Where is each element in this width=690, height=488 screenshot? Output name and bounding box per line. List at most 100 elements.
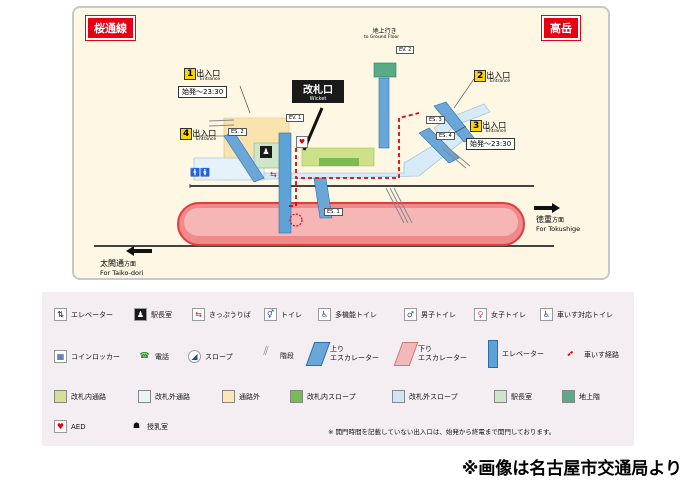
legend-aed-label: AED	[71, 422, 86, 431]
exit-4-label: 出入口	[192, 129, 217, 138]
legend-inside-slope-label: 改札内スロープ	[307, 392, 356, 401]
arrow-right	[534, 203, 560, 213]
image-credit: ※画像は名古屋市交通局より	[461, 459, 682, 479]
mens-toilet-icon: ♂	[404, 308, 417, 321]
ground-floor-box	[373, 62, 397, 78]
station-office-icon: ♟	[134, 308, 147, 321]
legend-stairs-label: 階段	[280, 352, 294, 360]
legend-slope: ◢スロープ	[188, 350, 233, 363]
stairs-2	[441, 145, 471, 169]
legend-multi-toilet: ♿ 多機能トイレ	[318, 308, 377, 321]
to-ground-jp: 地上行き	[372, 28, 397, 35]
legend-ground-floor-label: 地上階	[579, 392, 600, 401]
legend-elevator-shaft: エレベーター	[488, 340, 544, 368]
legend-outside-passage: 改札外通路	[138, 390, 190, 403]
inside-passage-swatch	[54, 390, 67, 403]
exit-3-label: 出入口	[482, 121, 507, 130]
legend-up-escalator: 上り エスカレーター	[305, 342, 379, 366]
down-escalator-icon	[393, 342, 419, 366]
direction-right-jp: 徳重	[536, 215, 552, 224]
wheelchair-route	[295, 112, 420, 179]
ground-floor-swatch	[562, 390, 575, 403]
exit-1-number: 1	[184, 68, 197, 80]
outside-slope-swatch	[392, 390, 405, 403]
arrow-left	[126, 246, 152, 256]
legend-inside-passage-label: 改札内通路	[71, 392, 106, 401]
wicket-jp: 改札口	[303, 85, 333, 96]
map-toilet-icon: 🚹🚺	[190, 168, 210, 177]
ticket-machine-icon: ⇆	[192, 308, 205, 321]
legend-up-escalator-label: 上り エスカレーター	[330, 345, 379, 362]
exit-3-hours: 始発〜23:30	[466, 138, 516, 150]
exit-2-label: 出入口	[486, 71, 511, 80]
stairs-1	[385, 187, 413, 224]
legend-non-passage: 通路外	[222, 390, 260, 403]
es4-label: ES. 4	[436, 132, 455, 140]
exit-1-label: 出入口	[196, 69, 221, 78]
womens-toilet-icon: ♀	[474, 308, 487, 321]
exit-3-en: Entrance	[486, 129, 507, 134]
multipurpose-toilet-icon: ♿	[318, 308, 331, 321]
toilet-icon: ⚥	[264, 308, 277, 321]
legend-wheelchair-toilet-label: 車いす対応トイレ	[557, 310, 613, 319]
legend-wheelchair-toilet: ♿ 車いす対応トイレ	[540, 308, 613, 321]
es2-label: ES. 2	[228, 128, 247, 136]
legend-elevator-label: エレベーター	[71, 310, 113, 319]
exit-2-number: 2	[474, 70, 487, 82]
outside-passage-swatch	[138, 390, 151, 403]
legend-ground-floor: 地上階	[562, 390, 600, 403]
wicket-en: Wicket	[309, 96, 327, 102]
legend-aed: ♥ AED	[54, 420, 86, 433]
station-office-area-swatch	[494, 390, 507, 403]
legend-note: ※ 開門時間を記載していない出入口は、始発から終電まで開門しております。	[328, 428, 556, 436]
legend-outside-slope-label: 改札外スロープ	[409, 392, 458, 401]
legend-down-escalator-label: 下り エスカレーター	[418, 345, 467, 362]
line-name-badge: 桜通線	[86, 16, 135, 40]
wheelchair-space-marker	[289, 213, 303, 227]
legend-non-passage-label: 通路外	[239, 392, 260, 401]
legend-womens-toilet-label: 女子トイレ	[491, 310, 526, 319]
legend-elevator: ⇅ エレベーター	[54, 308, 113, 321]
legend-elevator-shaft-label: エレベーター	[502, 350, 544, 358]
elevator-shaft-ev1	[278, 132, 292, 234]
legend-nursing-room: ☗授乳室	[130, 420, 168, 433]
legend-down-escalator: 下り エスカレーター	[393, 342, 467, 366]
direction-left-en: For Taiko-dori	[100, 269, 144, 277]
non-passage-swatch	[222, 390, 235, 403]
legend-phone: ☎電話	[138, 350, 169, 363]
elevator-icon: ⇅	[54, 308, 67, 321]
legend-toilet: ⚥トイレ	[264, 308, 302, 321]
up-escalator-icon	[305, 342, 331, 366]
legend-station-office: ♟駅長室	[134, 308, 172, 321]
aed-icon: ♥	[54, 420, 67, 433]
inside-slope-swatch	[290, 390, 303, 403]
to-ground-label: 地上行き to Ground Floor	[364, 26, 399, 40]
exit-4-en: Entrance	[196, 137, 217, 142]
legend-multi-toilet-label: 多機能トイレ	[335, 310, 377, 319]
direction-left-suffix: 方面	[124, 261, 137, 268]
ev2-label: EV. 2	[396, 46, 415, 54]
legend-inside-passage: 改札内通路	[54, 390, 106, 403]
escalator-es5	[378, 77, 390, 149]
to-ground-en: to Ground Floor	[364, 35, 400, 40]
legend-mens-toilet: ♂ 男子トイレ	[404, 308, 456, 321]
legend-wheelchair-route: ╍車いす経路	[562, 347, 619, 361]
legend-mens-toilet-label: 男子トイレ	[421, 310, 456, 319]
es1-label: ES. 1	[324, 208, 343, 216]
exit-4-number: 4	[180, 128, 193, 140]
legend-nursing-room-label: 授乳室	[147, 422, 168, 431]
legend-slope-label: スロープ	[205, 352, 233, 361]
station-name-badge: 高岳	[542, 16, 580, 40]
map-station-office-icon: ♟	[260, 146, 272, 158]
legend-panel: ⇅ エレベーター ♟駅長室 ⇆きっぷうりば ⚥トイレ ♿ 多機能トイレ ♂ 男子トイレ…	[42, 292, 634, 446]
exit-1-hours: 始発〜23:30	[178, 86, 228, 98]
exit-3-number: 3	[470, 120, 483, 132]
stairs-3	[208, 119, 235, 127]
wheelchair-toilet-icon: ♿	[540, 308, 553, 321]
legend-ticket: ⇆きっぷうりば	[192, 308, 251, 321]
map-aed-icon: ♥	[296, 136, 308, 148]
